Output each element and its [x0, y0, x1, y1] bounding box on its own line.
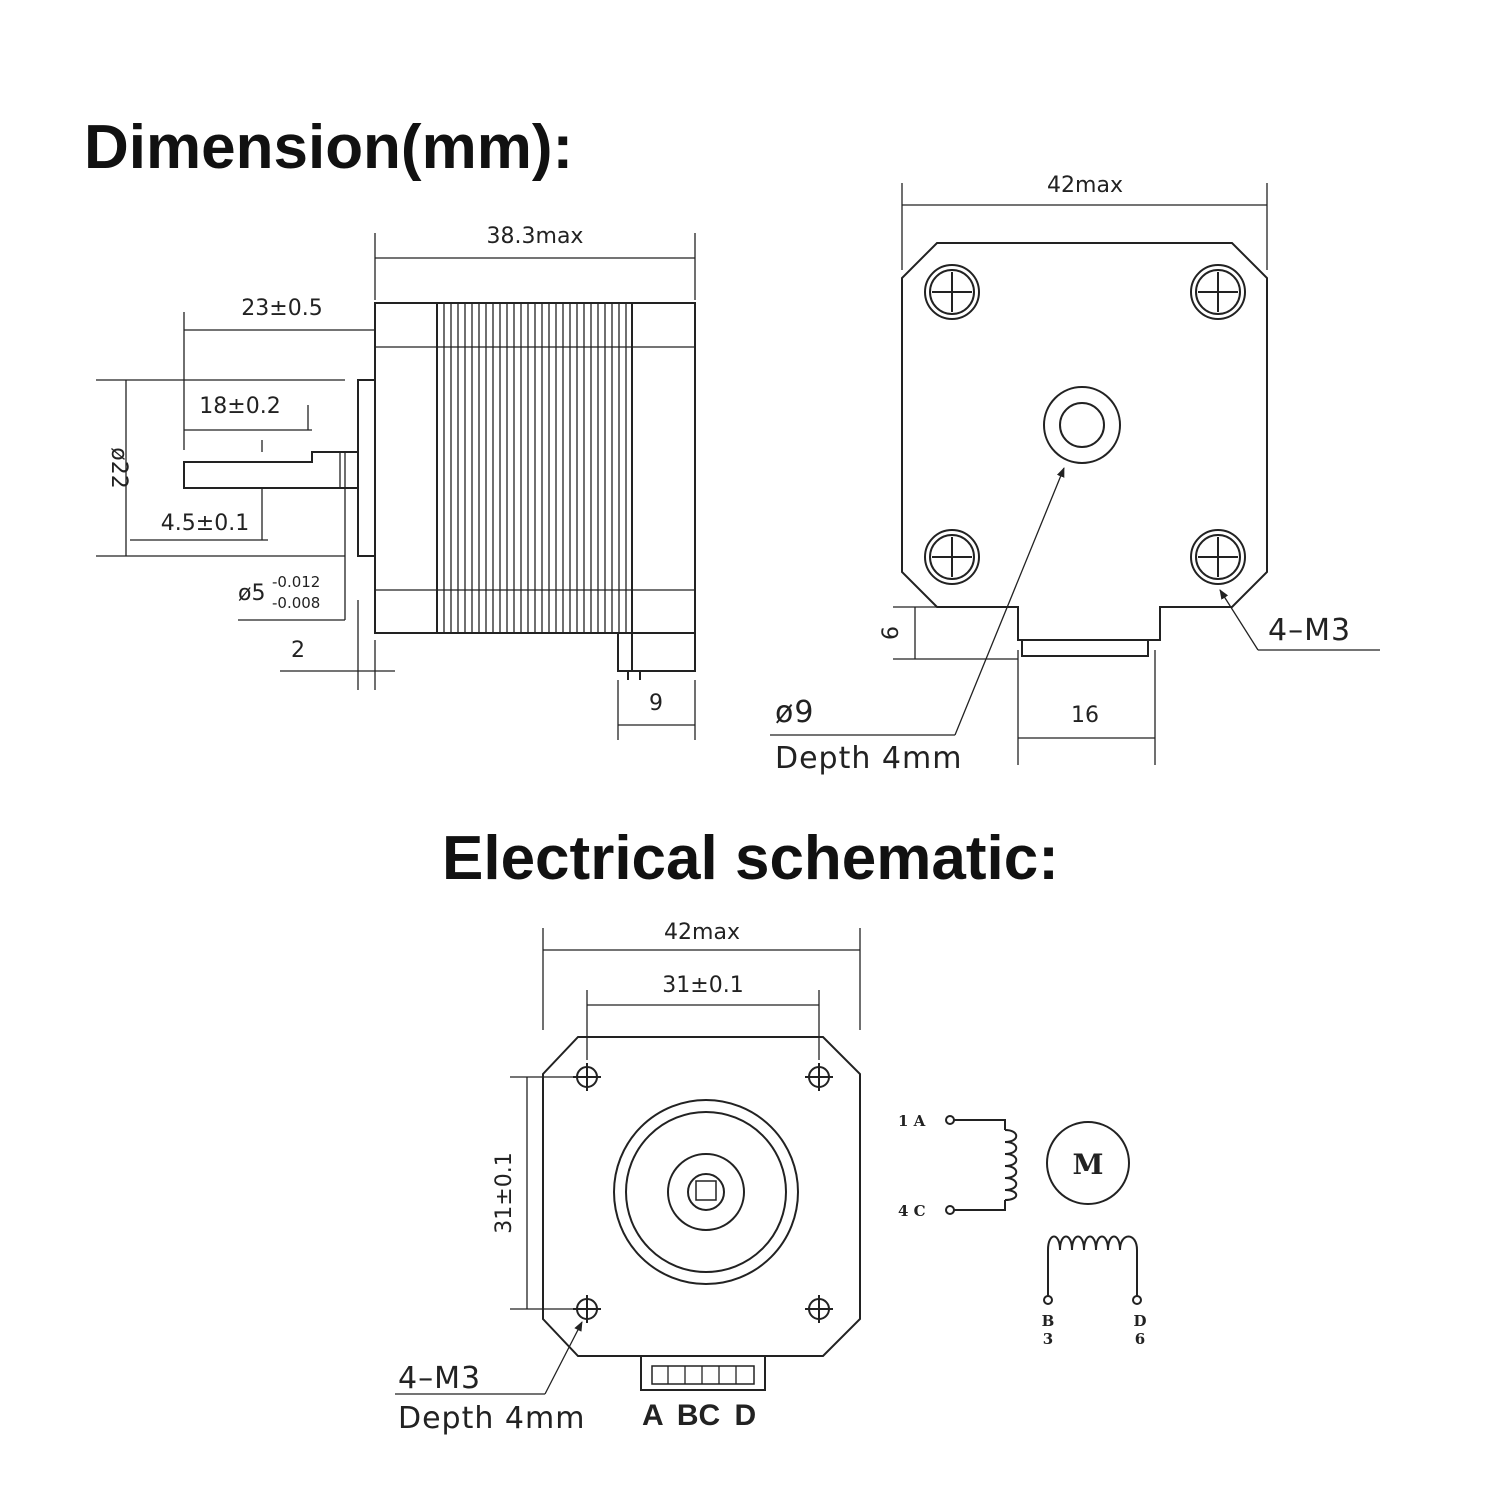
front-mount-hole-bl	[573, 1295, 601, 1323]
bottom-body	[901, 242, 1268, 641]
electrical-heading: Electrical schematic:	[442, 824, 1059, 893]
front-connector	[640, 1355, 766, 1391]
lead-4c-label: 4 C	[898, 1202, 926, 1220]
bottom-view-labels: 42max 6 ø9 Depth 4mm 4–M3 16	[775, 173, 1351, 776]
wiring-diagram	[945, 1115, 1142, 1305]
lead-b-number: 3	[1043, 1330, 1053, 1348]
boss-height-label: 2	[291, 638, 305, 663]
motor-symbol	[1046, 1121, 1130, 1205]
motor-shaft	[183, 451, 358, 489]
dimension-heading: Dimension(mm):	[84, 113, 574, 182]
terminal-1a	[945, 1115, 955, 1125]
lead-1a-label: 1 A	[898, 1112, 926, 1130]
lead-d-label: D	[1133, 1312, 1146, 1330]
mount-hole-bl	[924, 529, 980, 585]
shaft-diameter-label: ø5	[238, 581, 265, 606]
notch-height-label: 6	[879, 626, 904, 640]
flat-length-label: 18±0.2	[199, 394, 280, 419]
mount-hole-tl	[924, 264, 980, 320]
side-connector	[617, 632, 696, 672]
length-label: 38.3max	[487, 224, 584, 249]
hole-spacing-v-label: 31±0.1	[492, 1152, 517, 1233]
mount-hole-br	[1190, 529, 1246, 585]
side-view	[96, 233, 696, 740]
front-flange-outer	[613, 1099, 799, 1285]
front-mount-hole-br	[805, 1295, 833, 1323]
flat-depth-label: 4.5±0.1	[161, 511, 249, 536]
shaft-tolerance-upper: -0.012	[272, 573, 320, 591]
front-mount-hole-tl	[573, 1063, 601, 1091]
side-view-labels: 38.3max 23±0.5 18±0.2 ø22 4.5±0.1 ø5 -0.…	[106, 224, 663, 716]
shaft-tolerance-lower: -0.008	[272, 594, 320, 612]
front-mount-hole-tr	[805, 1063, 833, 1091]
front-width-label: 42max	[664, 920, 740, 945]
connector-pins-label: A BC D	[642, 1399, 756, 1432]
front-view-labels: 42max 31±0.1 31±0.1 4–M3 Depth 4mm A BC …	[398, 920, 756, 1436]
front-view	[395, 928, 861, 1395]
bottom-view	[770, 183, 1380, 765]
front-body	[542, 1036, 861, 1357]
coil-a	[1004, 1129, 1018, 1201]
wiring-labels: 1 A 4 C M B 3 D 6	[898, 1112, 1147, 1348]
boss-diameter-label: ø22	[106, 447, 131, 488]
shaft-length-label: 23±0.5	[241, 296, 322, 321]
connector-width-label: 9	[649, 691, 663, 716]
hole-depth-label: Depth 4mm	[775, 741, 962, 776]
bottom-width-label: 42max	[1047, 173, 1123, 198]
terminal-4c	[945, 1205, 955, 1215]
front-mount-holes-label: 4–M3	[398, 1361, 481, 1396]
terminal-d	[1132, 1295, 1142, 1305]
coil-b	[1047, 1235, 1138, 1251]
front-shaft-hole	[667, 1153, 745, 1231]
bottom-mount-holes-label: 4–M3	[1268, 613, 1351, 648]
mount-hole-tr	[1190, 264, 1246, 320]
lead-b-label: B	[1042, 1312, 1055, 1330]
cooling-fins	[375, 303, 695, 633]
notch-width-label: 16	[1071, 703, 1099, 728]
hole-spacing-h-label: 31±0.1	[662, 973, 743, 998]
front-boss	[357, 379, 376, 557]
terminal-b	[1043, 1295, 1053, 1305]
front-hole-depth-label: Depth 4mm	[398, 1401, 585, 1436]
lead-d-number: 6	[1135, 1330, 1145, 1348]
hole-diameter-label: ø9	[775, 695, 814, 730]
motor-label: M	[1073, 1148, 1104, 1181]
center-hole	[1043, 386, 1121, 464]
